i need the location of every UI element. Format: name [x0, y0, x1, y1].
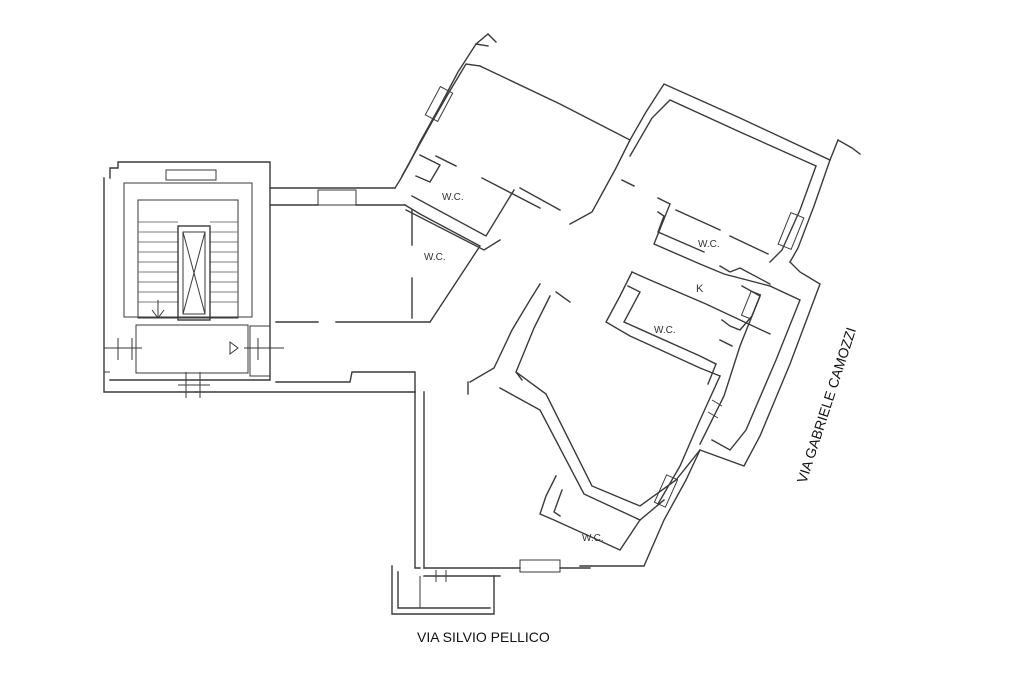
wc-label-1: W.C. [442, 192, 464, 203]
wc-label-2: W.C. [424, 252, 446, 263]
kitchen-label: K [696, 283, 704, 295]
street-label-bottom: VIA SILVIO PELLICO [417, 629, 550, 645]
room-top-right [621, 83, 861, 287]
room-kitchen [605, 271, 771, 385]
wc-label-3: W.C. [698, 239, 720, 250]
wc-room-hall [404, 204, 482, 323]
elevator-symbol [177, 225, 211, 321]
wc-label-5: W.C. [582, 533, 604, 544]
room-bottom-right [467, 283, 721, 567]
street-label-right: VIA GABRIELE CAMOZZI [794, 325, 859, 485]
balcony-right [699, 261, 821, 467]
hall [269, 189, 431, 393]
arrow-right-icon [229, 341, 239, 355]
stair-core [103, 161, 416, 398]
wc-label-4: W.C. [654, 325, 676, 336]
arrow-down-icon [151, 300, 165, 319]
wc-room-bottom [539, 475, 641, 551]
room-bottom-left [391, 391, 591, 615]
room-top-left [394, 33, 631, 251]
